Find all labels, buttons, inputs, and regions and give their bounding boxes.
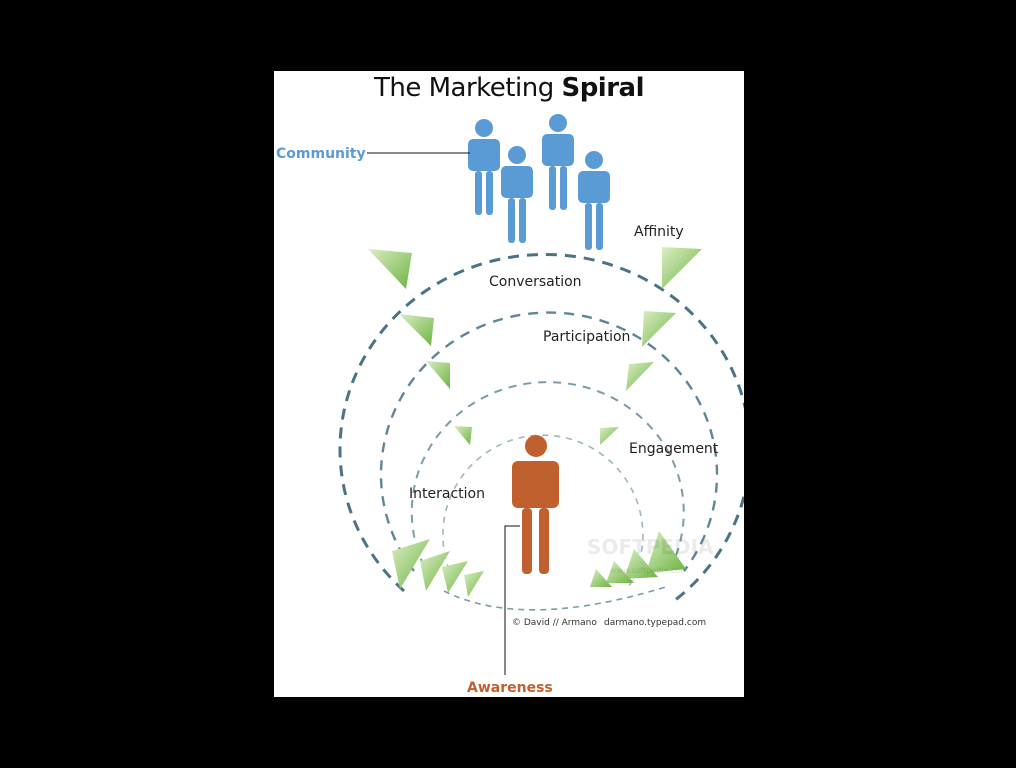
arrow-icon <box>646 531 686 573</box>
ring-conversation <box>379 311 719 572</box>
credit-site: darmano.typepad.com <box>604 618 706 628</box>
label-conversation: Conversation <box>489 274 582 290</box>
label-engagement: Engagement <box>629 441 719 457</box>
arrow-icon <box>624 549 658 579</box>
arrow-icon <box>426 361 450 389</box>
title-bold: Spiral <box>561 73 644 103</box>
label-interaction: Interaction <box>409 486 485 502</box>
label-community: Community <box>276 146 366 162</box>
marketing-spiral-diagram: Community Awareness Affinity Conversatio… <box>276 114 744 696</box>
arrow-icon <box>662 247 702 289</box>
person-icon <box>468 119 500 215</box>
arrow-icon <box>368 249 412 289</box>
person-icon <box>578 151 610 250</box>
arrow-icon <box>590 569 612 587</box>
watermark-url: www.softpedia.com <box>610 566 688 575</box>
label-affinity: Affinity <box>634 224 684 240</box>
ring-engagement <box>442 434 644 587</box>
arrow-icon <box>642 311 676 347</box>
arrow-icon <box>626 362 654 391</box>
arrow-icon <box>606 561 634 583</box>
page-title: The Marketing Spiral <box>274 71 744 105</box>
spiral-rings <box>338 252 744 611</box>
credit-author: © David // Armano <box>512 618 597 628</box>
arrow-icon <box>464 571 484 597</box>
arrow-icon <box>442 561 468 593</box>
arrow-icon <box>399 314 434 346</box>
label-participation: Participation <box>543 329 630 345</box>
ring-affinity <box>338 252 744 603</box>
label-awareness: Awareness <box>467 680 553 696</box>
arrow-icon <box>420 551 450 591</box>
ring-base <box>443 585 670 611</box>
diagram-panel: The Marketing Spiral <box>274 71 744 697</box>
person-icon <box>501 146 533 243</box>
spiral-arrows <box>368 247 702 597</box>
arrow-icon <box>600 427 619 445</box>
awareness-connector <box>504 525 520 675</box>
title-regular: The Marketing <box>374 73 562 103</box>
awareness-person-icon <box>512 435 559 574</box>
arrow-icon <box>392 539 430 589</box>
watermark-brand: SOFTPEDIA <box>587 535 714 559</box>
arrow-icon <box>454 426 472 445</box>
person-icon <box>542 114 574 210</box>
community-group <box>468 114 610 250</box>
ring-participation <box>410 381 685 572</box>
